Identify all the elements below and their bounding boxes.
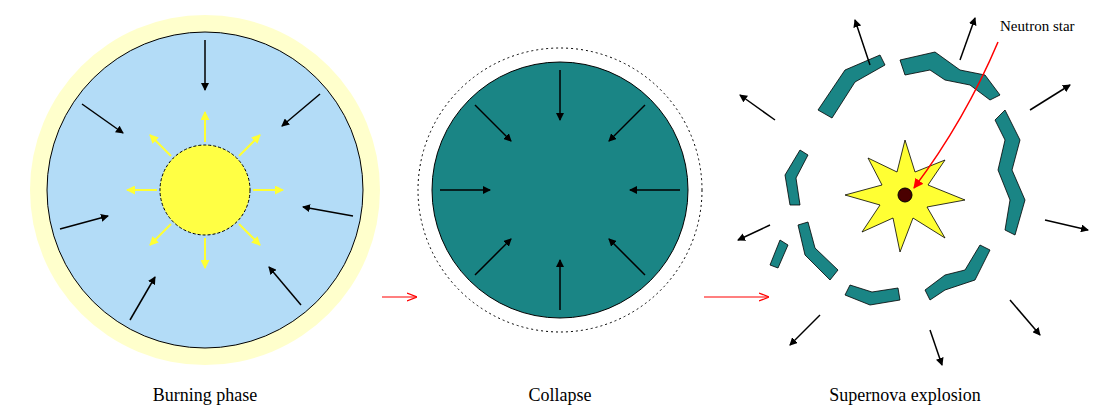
- stage-caption: Collapse: [529, 385, 592, 410]
- stage-panel: Supernova explosion: [770, 10, 1040, 410]
- collapsing-core: [418, 48, 702, 332]
- burning-star: [30, 15, 380, 365]
- supernova-remnant: [738, 18, 1088, 365]
- stage-panel: Collapse: [418, 10, 702, 410]
- stage-arrow: [704, 296, 768, 297]
- callout-label: Neutron star: [1000, 18, 1075, 35]
- stage-panel: Burning phase: [30, 10, 380, 410]
- stage-arrow: [382, 296, 416, 297]
- stage-caption: Burning phase: [153, 385, 257, 410]
- leader-line: [914, 42, 998, 188]
- stage-caption: Supernova explosion: [829, 385, 980, 410]
